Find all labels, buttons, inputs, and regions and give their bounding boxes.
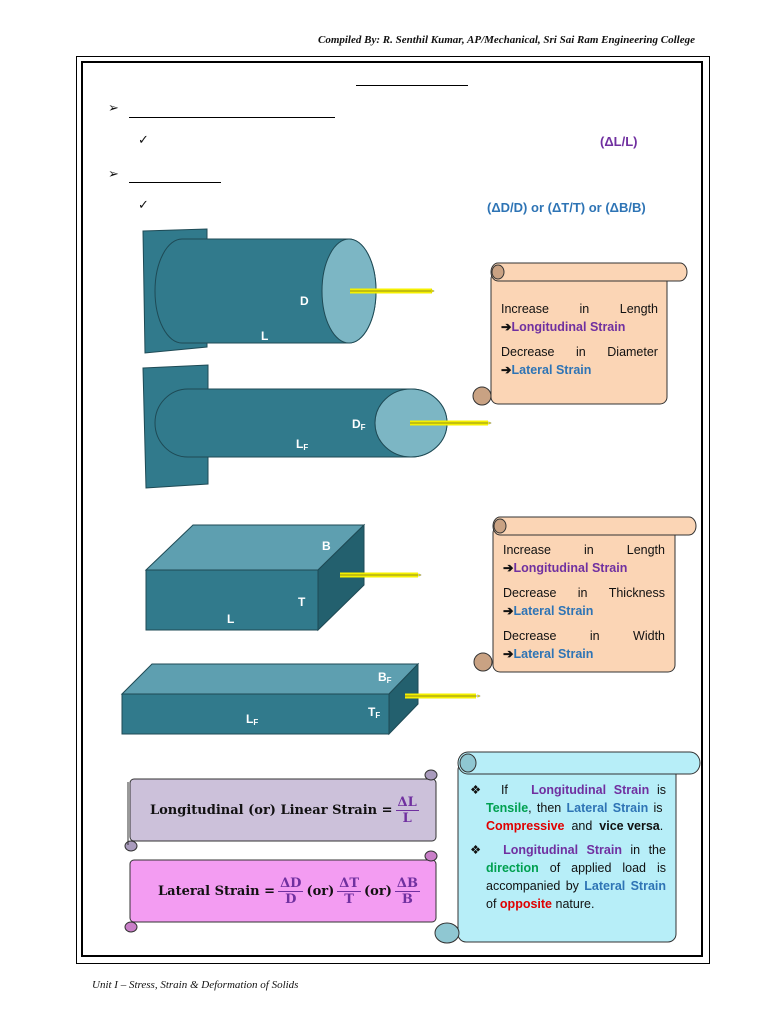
scroll-longitudinal-formula (124, 769, 438, 852)
block-lateral-strain-label-2: Lateral Strain (513, 647, 594, 661)
page-footer: Unit I – Stress, Strain & Deformation of… (92, 979, 299, 991)
page-border-outer (76, 56, 710, 964)
cylinder-deformed: DF LF (142, 364, 491, 489)
label-final-thickness: TF (368, 705, 380, 720)
block-lateral-strain-label-1: Lateral Strain (513, 604, 594, 618)
cylinder-original: D L (142, 228, 434, 354)
lateral-formula-label: Lateral Strain = (158, 883, 276, 899)
longitudinal-formula-label: Longitudinal (or) Linear Strain = (150, 802, 393, 818)
note-paragraph-2: ❖ Longitudinal Strain in the direction o… (470, 843, 667, 911)
block-deformed: BF TF LF (120, 662, 480, 736)
label-diameter: D (300, 294, 309, 308)
label-block-length: L (227, 612, 234, 626)
longitudinal-strain-formula: Longitudinal (or) Linear Strain = ΔL L (150, 790, 422, 830)
block-original: B T L (144, 523, 421, 632)
longitudinal-strain-ratio: (ΔL/L) (600, 134, 638, 149)
check-bullet-1: ✓ (138, 133, 149, 148)
page-header: Compiled By: R. Senthil Kumar, AP/Mechan… (317, 34, 695, 46)
scroll-note (434, 751, 701, 944)
arrow-bullet-1: ➢ (108, 101, 119, 116)
heading-underline-1 (129, 117, 335, 118)
label-final-diameter: DF (352, 417, 366, 432)
scroll-cylinder (472, 262, 688, 406)
label-final-block-length: LF (246, 712, 258, 727)
label-final-length: LF (296, 437, 308, 452)
heading-underline-2 (129, 182, 221, 183)
fraction-dl-over-l: ΔL L (395, 794, 419, 826)
arrow-bullet-2: ➢ (108, 167, 119, 182)
block-longitudinal-strain-label: Longitudinal Strain (513, 561, 628, 575)
lateral-strain-label: Lateral Strain (511, 363, 592, 377)
check-bullet-2: ✓ (138, 198, 149, 213)
title-underline (356, 85, 468, 86)
lateral-strain-ratios: (ΔD/D) or (ΔT/T) or (ΔB/B) (487, 200, 646, 215)
label-thickness: T (298, 595, 306, 609)
longitudinal-strain-label: Longitudinal Strain (511, 320, 626, 334)
scroll-block (473, 516, 697, 673)
label-length: L (261, 329, 268, 343)
label-final-breadth: BF (378, 670, 392, 685)
scroll-note-text: ❖ If Longitudinal Strain is Tensile, the… (470, 781, 666, 920)
label-breadth: B (322, 539, 331, 553)
page-border-inner (81, 61, 703, 957)
note-paragraph-1: ❖ If Longitudinal Strain is Tensile, the… (470, 783, 666, 833)
